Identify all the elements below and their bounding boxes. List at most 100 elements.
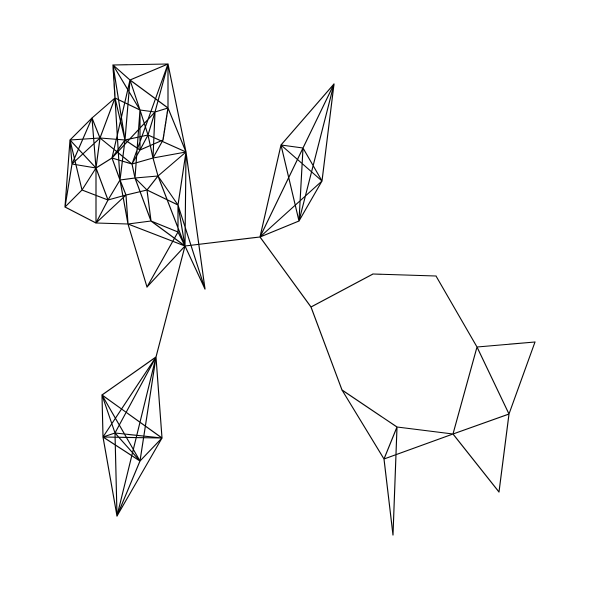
graph-edge (134, 177, 152, 222)
graph-edge (131, 157, 154, 165)
graph-edge (95, 194, 127, 224)
graph-edge (95, 157, 113, 169)
graph-edge (112, 64, 141, 111)
graph-edge (116, 437, 163, 517)
graph-edge (71, 117, 93, 165)
graph-edge (280, 83, 335, 146)
graph-edge (259, 220, 300, 238)
graph-edge (95, 137, 101, 169)
graph-edge (114, 97, 126, 141)
graph-edge (452, 346, 478, 435)
graph-edge (157, 175, 186, 247)
graph-edge (435, 275, 478, 348)
graph-edge (64, 163, 73, 208)
graph-edge (383, 426, 398, 460)
graph-edge (71, 163, 97, 169)
graph-edge (396, 426, 454, 435)
graph-edge (147, 111, 156, 136)
graph-edge (259, 147, 304, 238)
graph-edge (134, 177, 148, 191)
graph-edge (124, 79, 131, 141)
graph-edge (111, 79, 131, 159)
graph-edge (162, 107, 169, 141)
graph-edge (114, 432, 141, 462)
graph-edge (452, 413, 510, 435)
graph-edge (112, 64, 131, 81)
graph-edge (99, 137, 133, 165)
graph-edge (99, 137, 126, 141)
graph-edge (139, 437, 163, 462)
graph-edge (107, 179, 121, 201)
graph-edge (129, 79, 141, 111)
graph-edge (101, 394, 116, 434)
graph-edge (155, 356, 163, 439)
graph-edge (69, 139, 73, 165)
graph-edge (177, 151, 187, 206)
graph-edge (146, 189, 179, 206)
graph-edge (131, 149, 141, 165)
graph-edge (152, 139, 164, 159)
graph-edge (112, 64, 126, 141)
graph-edge (152, 157, 159, 177)
graph-edge (129, 79, 169, 109)
graph-edge (119, 139, 126, 181)
graph-edge (155, 245, 186, 358)
graph-edge (127, 220, 152, 225)
graph-edge (91, 97, 116, 119)
graph-edge (125, 189, 148, 196)
graph-edge (298, 147, 304, 222)
graph-edge (95, 222, 129, 225)
graph-edge (372, 273, 437, 277)
graph-edge (101, 394, 163, 439)
graph-edge (131, 163, 136, 179)
graph-edge (177, 204, 186, 247)
graph-edge (116, 460, 141, 517)
graph-edge (152, 151, 187, 159)
graph-edge (259, 236, 312, 308)
graph-edge (184, 151, 187, 247)
graph-edge (302, 83, 335, 149)
graph-edge (498, 413, 510, 493)
graph-edge (150, 220, 186, 247)
graph-edge (280, 144, 323, 182)
graph-edge (310, 306, 343, 391)
graph-edge (476, 346, 510, 415)
graph-edge (95, 199, 109, 224)
graph-edge (101, 394, 141, 462)
graph-edge (131, 63, 169, 165)
graph-edges (64, 63, 536, 536)
graph-edge (280, 144, 300, 222)
graph-edge (298, 83, 335, 222)
graph-edge (154, 107, 169, 113)
graph-edge (508, 341, 536, 415)
graph-edge (95, 167, 109, 201)
graph-edge (154, 63, 169, 113)
graph-edge (341, 389, 398, 428)
graph-edge (69, 117, 93, 141)
graph-edge (116, 356, 157, 517)
graph-edge (383, 433, 454, 460)
graph-edge (99, 97, 116, 139)
graph-edge (185, 151, 206, 290)
graph-edge (114, 432, 118, 517)
graph-edge (157, 175, 179, 206)
graph-edge (69, 139, 97, 169)
graph-edge (124, 134, 149, 141)
graph-edge (146, 245, 186, 288)
graph-edge (81, 189, 109, 201)
graph-edge (119, 179, 129, 225)
graph-edge (146, 175, 159, 191)
graph-edge (157, 151, 187, 177)
graph-edge (150, 220, 179, 233)
graph-edge (184, 245, 206, 290)
graph-edge (101, 356, 157, 396)
graph-edge (102, 436, 118, 517)
graph-edge (112, 64, 121, 181)
graph-edge (134, 175, 159, 179)
graph-edge (111, 111, 156, 159)
graph-edge (81, 167, 97, 191)
graph-edge (71, 137, 101, 165)
graph-edge (476, 341, 536, 348)
graph-edge (139, 109, 156, 113)
graph-edge (146, 189, 152, 222)
